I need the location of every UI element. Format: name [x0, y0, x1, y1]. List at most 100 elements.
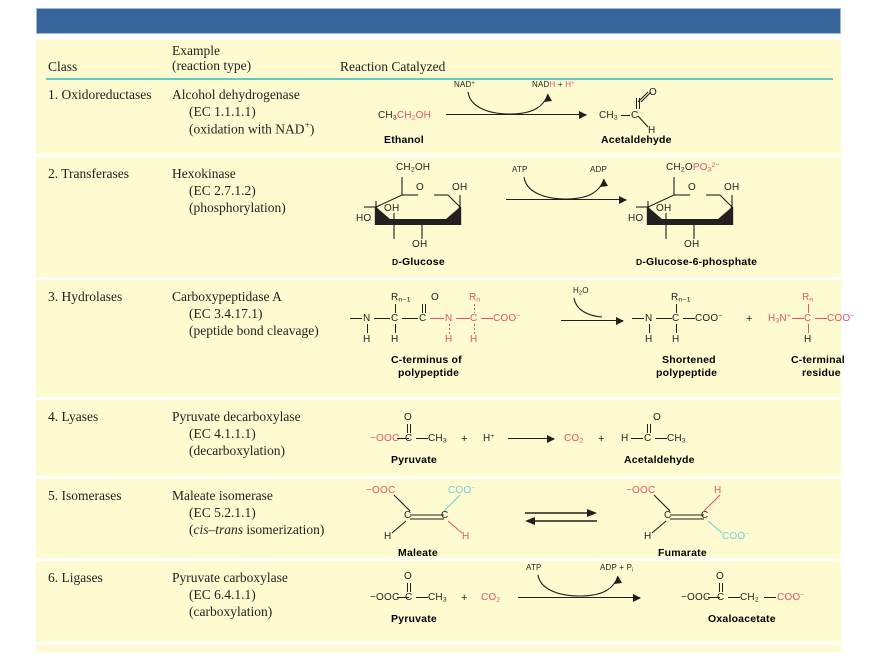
row-example-label: Pyruvate decarboxylase (EC 4.1.1.1) (dec…: [172, 409, 301, 460]
maleate-label: Maleate: [398, 547, 438, 559]
row-example-label: Hexokinase (EC 2.7.1.2) (phosphorylation…: [172, 166, 286, 217]
reaction-arrow: [446, 109, 587, 121]
g6p-oh-2: OH: [656, 203, 672, 214]
substrate-label-l1: C-terminus of: [391, 354, 462, 366]
ec-number: (EC 6.4.1.1): [189, 586, 256, 602]
table-row: 4. Lyases Pyruvate decarboxylase (EC 4.1…: [36, 400, 841, 479]
substrate-h-0: H: [363, 334, 371, 345]
fumarate-h-red: H: [714, 485, 722, 496]
bond: [650, 424, 652, 433]
bond: [808, 324, 810, 333]
reaction-arrow: [508, 433, 555, 445]
bond: [792, 318, 804, 320]
reaction-diagram-hydrolase: Rn−1 O Rn N C H C N H C: [336, 280, 854, 397]
pyruvate-ooc: −OOC: [370, 433, 400, 444]
reaction-type: (peptide bond cleavage): [189, 322, 319, 338]
water-curve-icon: [573, 297, 603, 318]
nadh-out: NADH + H+: [532, 80, 575, 89]
plus-sign: +: [746, 313, 753, 325]
bond: [683, 318, 695, 320]
bond: [449, 324, 451, 334]
substrate-h-2: H: [445, 334, 453, 345]
product1-label-l1: Shortened: [662, 354, 716, 366]
reaction-diagram-oxidoreductase: CH3CH2OH Ethanol NAD+ NADH + H+ CH3 C: [336, 78, 841, 154]
glucose-oh-2: OH: [384, 203, 400, 214]
table-row: 1. Oxidoreductases Alcohol dehydrogenase…: [36, 78, 841, 157]
column-header-example-line2: (reaction type): [172, 58, 252, 74]
substrate-coo: COO−: [493, 313, 521, 325]
bond: [728, 597, 740, 599]
ec-number: (EC 5.2.1.1): [189, 504, 256, 520]
residue-c-alpha: C: [804, 313, 812, 324]
enzyme-name: Pyruvate decarboxylase: [172, 409, 301, 424]
adp-label: ADP: [590, 165, 608, 174]
glucose-ho: HO: [356, 213, 372, 224]
reaction-type: (carboxylation): [189, 603, 273, 619]
co2-substrate: CO2: [481, 592, 501, 604]
bond: [456, 318, 470, 320]
glucose-ring-o: O: [416, 182, 424, 193]
row-class-label: 6. Ligases: [48, 570, 103, 585]
fumarate-c1: C: [664, 510, 672, 521]
enzyme-name: Pyruvate carboxylase: [172, 570, 288, 585]
bond: [397, 597, 409, 599]
enzyme-classification-table: Class Example (reaction type) Reaction C…: [36, 40, 854, 652]
bond: [621, 115, 630, 117]
ethanol-formula: CH3CH2OH: [378, 110, 432, 122]
substrate-carbonyl-o: O: [431, 292, 439, 303]
reaction-type: (phosphorylation): [189, 199, 286, 215]
maleate-skeleton-icon: [391, 494, 463, 534]
reaction-type: (cis–trans isomerization): [189, 521, 325, 537]
acetaldehyde-h: H: [621, 433, 629, 444]
header-divider: [46, 78, 833, 80]
maleate-h: H: [384, 531, 392, 542]
reaction-diagram-lyase: O −OOC C CH3 Pyruvate + H+ CO2 + O H C: [336, 400, 841, 476]
bond: [655, 438, 667, 440]
bond: [808, 304, 810, 313]
equilibrium-arrow-icon: [525, 509, 597, 525]
bond: [481, 318, 493, 320]
g6p-ho: HO: [628, 213, 644, 224]
table-header: Class Example (reaction type) Reaction C…: [36, 40, 841, 80]
product-h-1: H: [645, 334, 653, 345]
oaa-coo-red: COO−: [777, 592, 805, 604]
product1-label-l2: polypeptide: [656, 367, 718, 379]
maleate-coo-cyan: COO−: [448, 485, 476, 497]
substrate-c-alpha: C: [391, 313, 399, 324]
bond: [719, 583, 721, 592]
substrate-n: N: [363, 313, 371, 324]
glucose-ring-icon: [364, 177, 462, 239]
bond: [649, 324, 651, 333]
pyruvate-o: O: [404, 571, 412, 582]
bond: [422, 304, 424, 313]
cofactor-curve-icon: [523, 176, 608, 200]
row-class-label: 2. Transferases: [48, 166, 129, 181]
cofactor-curve-icon: [467, 91, 552, 115]
reaction-type: (oxidation with NAD+): [189, 120, 315, 137]
column-header-example-line1: Example: [172, 43, 220, 58]
acetaldehyde-c: C: [644, 433, 652, 444]
substrate-h-1: H: [391, 334, 399, 345]
maleate-h-red: H: [462, 531, 470, 542]
maleate-c2: C: [441, 510, 449, 521]
product2-label-l1: C-terminal: [791, 354, 845, 366]
bond: [402, 318, 418, 320]
reaction-arrow: [518, 592, 641, 604]
reaction-arrow: [506, 194, 627, 206]
row-class-label: 4. Lyases: [48, 409, 99, 424]
substrate-r-n: Rn: [469, 292, 481, 304]
reaction-diagram-transferase: CH2OH: [336, 157, 841, 277]
substrate-c-terminal-c: C: [470, 313, 478, 324]
bond: [764, 597, 776, 599]
reaction-diagram-ligase: O −OOC C CH3 Pyruvate + CO2 ATP: [336, 561, 841, 642]
bond: [815, 318, 827, 320]
residue-h3n: H3N+: [768, 313, 791, 325]
pyruvate-c: C: [405, 433, 413, 444]
residue-coo: COO−: [827, 313, 855, 325]
row-example-label: Maleate isomerase (EC 5.2.1.1) (cis–tran…: [172, 488, 324, 539]
bond: [367, 324, 369, 333]
substrate-carbonyl-c: C: [419, 313, 427, 324]
proton: H+: [483, 433, 495, 445]
product-n: N: [645, 313, 653, 324]
g6p-oh-1: OH: [724, 182, 740, 193]
